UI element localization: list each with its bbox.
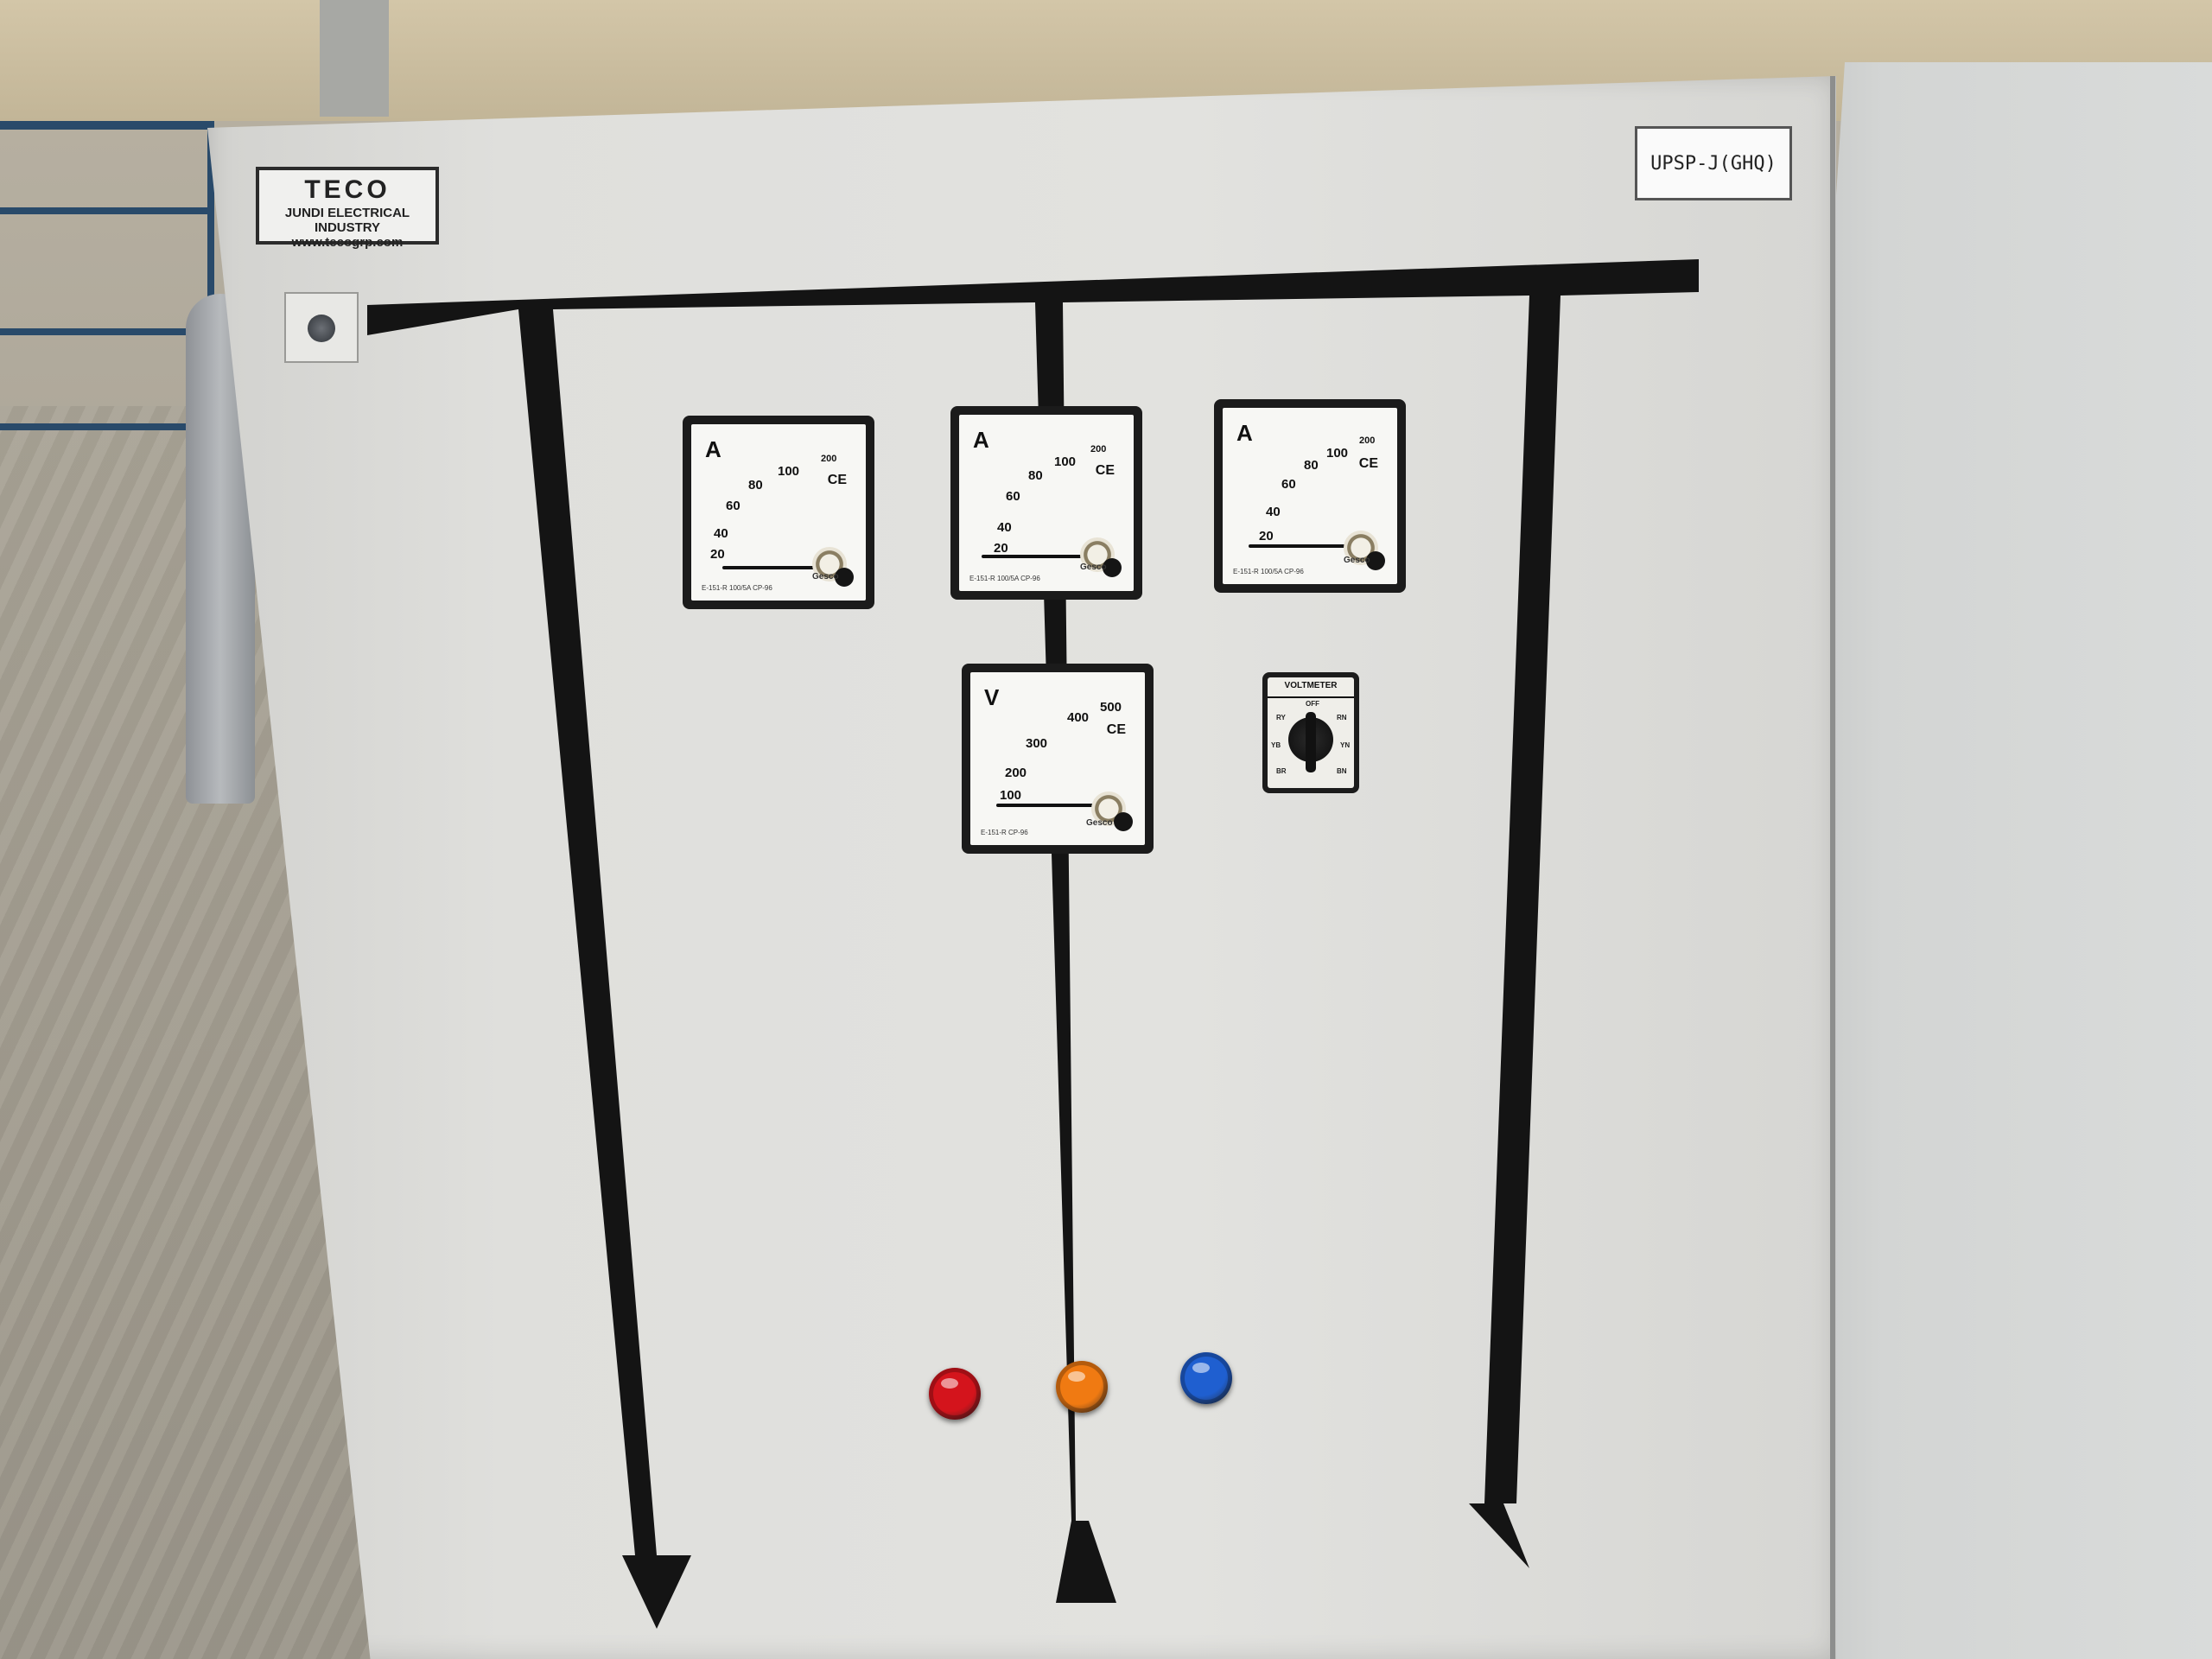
scale-label: 100 <box>1000 788 1022 803</box>
selector-position-label: OFF <box>1306 700 1319 708</box>
scale-label: 500 <box>1100 700 1122 715</box>
zero-adjust-screw[interactable] <box>1366 551 1385 570</box>
control-panel-door <box>207 76 1836 1659</box>
door-lock[interactable] <box>284 292 359 363</box>
keyhole-icon <box>308 315 335 342</box>
scale-label: 200 <box>1090 444 1107 454</box>
meter-needle <box>722 566 826 569</box>
indicator-lamp-red <box>929 1368 981 1420</box>
scale-label: 20 <box>710 547 725 562</box>
scale-label: 60 <box>726 499 741 513</box>
scale-label: 40 <box>997 520 1012 535</box>
meter-brand: Gesco <box>1086 818 1113 828</box>
scale-label: 400 <box>1067 710 1090 725</box>
scale-label: 200 <box>821 454 837 464</box>
selector-position-label: RN <box>1337 714 1347 721</box>
selector-knob[interactable] <box>1288 712 1333 772</box>
panel-label-text: UPSP-J(GHQ) <box>1650 152 1777 175</box>
company-name: JUNDI ELECTRICAL INDUSTRY <box>284 205 410 235</box>
zero-adjust-screw[interactable] <box>1103 558 1122 577</box>
meter-needle <box>996 804 1102 807</box>
ammeter-3: A CE 20 40 60 80 100 200 E-151-R 100/5A … <box>1214 399 1406 593</box>
rack-shelf <box>0 328 207 335</box>
selector-position-label: YN <box>1340 741 1351 749</box>
selector-position-label: BN <box>1337 767 1347 775</box>
scale-label: 200 <box>1005 766 1027 780</box>
metal-rack <box>0 121 214 441</box>
ammeter-2: A CE 20 40 60 80 100 200 E-151-R 100/5A … <box>950 406 1142 600</box>
panel-label: UPSP-J(GHQ) <box>1635 126 1792 200</box>
scale-label: 100 <box>1054 454 1077 469</box>
scale-label: 20 <box>994 541 1008 556</box>
meter-brand: Gesco <box>812 572 839 582</box>
voltmeter-selector-switch[interactable]: VOLTMETER OFF RY YB BR RN YN BN <box>1262 672 1359 793</box>
selector-position-label: YB <box>1271 741 1281 749</box>
selector-faceplate: VOLTMETER OFF RY YB BR RN YN BN <box>1268 677 1354 788</box>
ammeter-face: A CE 20 40 60 80 100 200 E-151-R 100/5A … <box>959 415 1134 591</box>
scale-label: 80 <box>1304 458 1319 473</box>
company-website: www.tecogrp.com <box>291 235 404 250</box>
meter-unit: A <box>705 436 721 462</box>
indicator-lamp-blue <box>1180 1352 1232 1404</box>
scale-label: 60 <box>1281 477 1296 492</box>
ce-mark: CE <box>1358 456 1378 471</box>
rack-shelf <box>0 423 207 430</box>
meter-rating: E-151-R CP-96 <box>981 829 1028 836</box>
ammeter-face: A CE 20 40 60 80 100 200 E-151-R 100/5A … <box>691 424 866 601</box>
meter-unit: A <box>1236 420 1253 446</box>
ce-mark: CE <box>1106 722 1126 737</box>
meter-rating: E-151-R 100/5A CP-96 <box>1233 568 1304 575</box>
brand-nameplate: TECO JUNDI ELECTRICAL INDUSTRY www.tecog… <box>256 167 439 250</box>
meter-unit: V <box>984 684 1000 710</box>
ce-mark: CE <box>1095 463 1115 478</box>
ce-mark: CE <box>827 473 847 487</box>
brand-name: TECO <box>304 175 391 204</box>
scale-label: 80 <box>748 478 763 493</box>
meter-rating: E-151-R 100/5A CP-96 <box>702 584 772 592</box>
selector-position-label: RY <box>1276 714 1286 721</box>
meter-rating: E-151-R 100/5A CP-96 <box>969 575 1040 582</box>
scale-label: 60 <box>1006 489 1020 504</box>
scale-label: 100 <box>778 464 800 479</box>
ammeter-face: A CE 20 40 60 80 100 200 E-151-R 100/5A … <box>1223 408 1397 584</box>
voltmeter: V CE 100 200 300 400 500 E-151-R CP-96 G… <box>962 664 1154 854</box>
selector-position-label: BR <box>1276 767 1287 775</box>
zero-adjust-screw[interactable] <box>835 568 854 587</box>
scale-label: 100 <box>1326 446 1349 461</box>
voltmeter-face: V CE 100 200 300 400 500 E-151-R CP-96 G… <box>970 672 1145 845</box>
scale-label: 300 <box>1026 736 1048 751</box>
meter-needle <box>1249 544 1352 548</box>
cabinet-seam <box>1830 76 1835 1659</box>
zero-adjust-screw[interactable] <box>1114 812 1133 831</box>
scale-label: 40 <box>714 526 728 541</box>
concrete-column <box>320 0 389 117</box>
scale-label: 80 <box>1028 468 1043 483</box>
indicator-lamp-amber <box>1056 1361 1108 1413</box>
meter-unit: A <box>973 427 989 453</box>
selector-title: VOLTMETER <box>1268 681 1354 698</box>
scale-label: 20 <box>1259 529 1274 543</box>
ammeter-1: A CE 20 40 60 80 100 200 E-151-R 100/5A … <box>683 416 874 609</box>
meter-brand: Gesco <box>1080 563 1107 572</box>
rack-shelf <box>0 207 207 214</box>
scale-label: 40 <box>1266 505 1281 519</box>
meter-needle <box>982 555 1089 558</box>
scale-label: 200 <box>1359 435 1376 446</box>
meter-brand: Gesco <box>1344 556 1370 565</box>
